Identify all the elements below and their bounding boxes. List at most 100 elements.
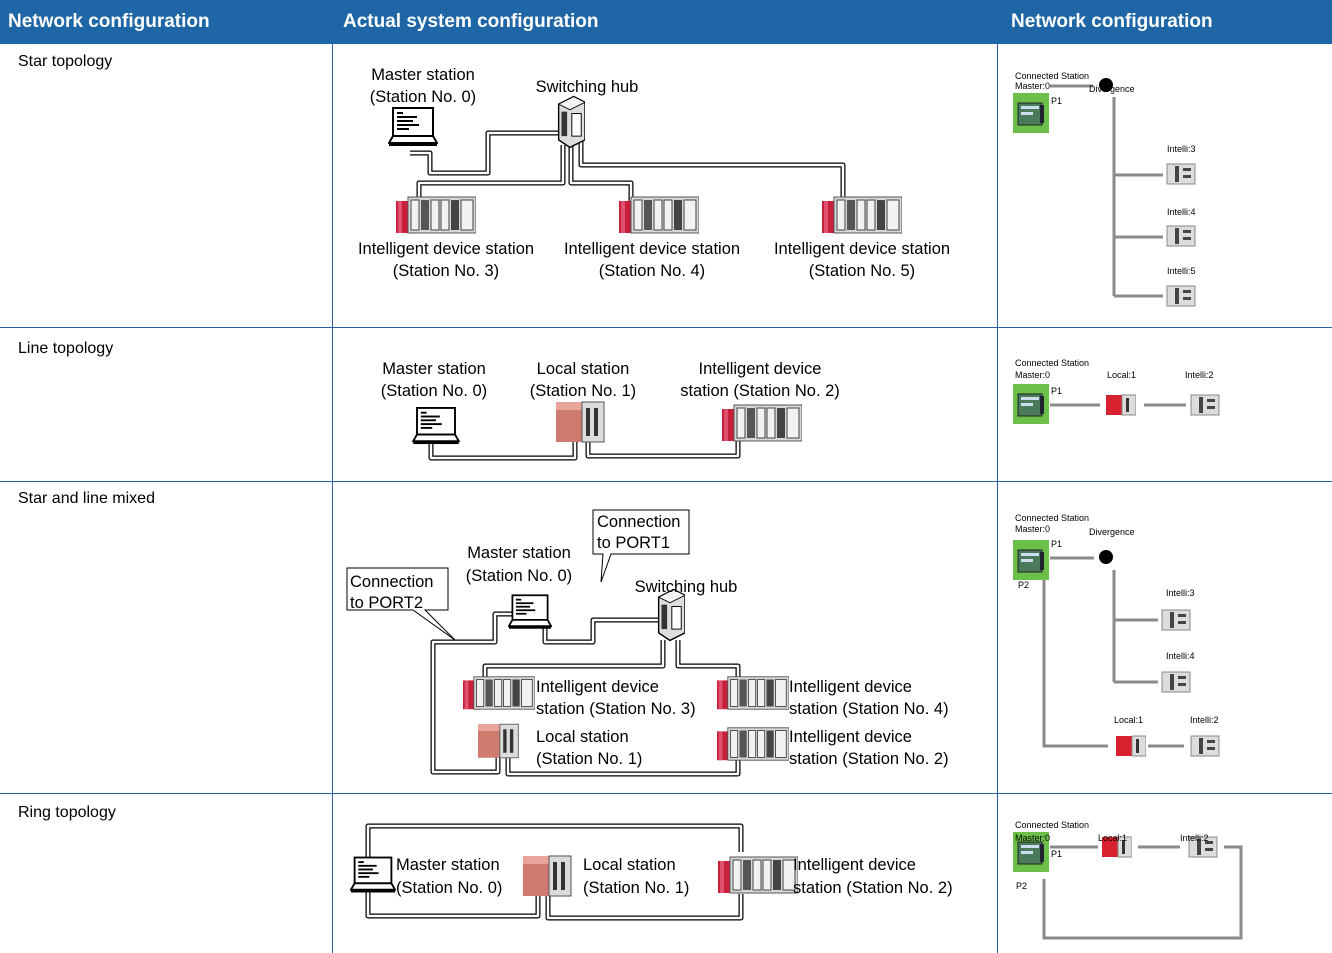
port1-callout-line2: to PORT1 (597, 534, 670, 552)
device-station-4-number: (Station No. 4) (599, 262, 705, 280)
intelli-label: Intelli:4 (1166, 651, 1195, 661)
plc-icon (463, 676, 535, 710)
intelligent-device-icon (1166, 285, 1196, 307)
port1-callout-line1: Connection (597, 513, 680, 531)
local-label: Local:1 (1107, 370, 1136, 380)
device-station-2-number: station (Station No. 2) (789, 750, 949, 768)
plc-icon (717, 676, 789, 710)
port-label: P1 (1051, 539, 1062, 549)
header-network-configuration-2: Network configuration (1011, 11, 1213, 32)
switching-hub-icon (657, 588, 685, 642)
device-station-number: station (Station No. 2) (793, 879, 953, 897)
port-label: P1 (1051, 849, 1062, 859)
local-station-label: Local station (536, 728, 629, 746)
port-label: P2 (1016, 881, 1027, 891)
local-station-label: Local station (537, 360, 630, 378)
device-station-4-label: Intelligent device station (564, 240, 740, 258)
intelligent-device-icon (1166, 225, 1196, 247)
row-divider (0, 481, 1332, 482)
local-station-label: Local station (583, 856, 676, 874)
column-divider (332, 44, 333, 953)
switching-hub-icon (557, 95, 585, 149)
port-label: P1 (1051, 96, 1062, 106)
row-divider (0, 793, 1332, 794)
intelli-label: Intelli:2 (1185, 370, 1214, 380)
line-actual-diagram: Master station (Station No. 0) Local sta… (333, 328, 997, 481)
master-station-label: Master station (382, 360, 486, 378)
column-divider (997, 44, 998, 953)
port2-callout-line2: to PORT2 (350, 594, 423, 612)
master-station-label: Master station (371, 66, 475, 84)
intelligent-device-icon (1161, 671, 1191, 693)
master-station-icon (1013, 93, 1049, 133)
local-label: Local:1 (1114, 715, 1143, 725)
row-divider (0, 327, 1332, 328)
plc-icon (822, 196, 902, 234)
local-station-number: (Station No. 1) (530, 382, 636, 400)
connected-station-label: Connected Station (1015, 71, 1089, 81)
intelli-label: Intelli:5 (1167, 266, 1196, 276)
intelli-label: Intelli:3 (1166, 588, 1195, 598)
port-label: P1 (1051, 386, 1062, 396)
plc-icon (619, 196, 699, 234)
port2-callout-line1: Connection (350, 573, 433, 591)
plc-icon (396, 196, 476, 234)
intelli-label: Intelli:3 (1167, 144, 1196, 154)
local-station-number: (Station No. 1) (536, 750, 642, 768)
plc-icon (722, 404, 802, 442)
row-label-mixed: Star and line mixed (18, 490, 155, 507)
plc-icon (717, 727, 789, 761)
device-station-label: Intelligent device (699, 360, 822, 378)
local-station-plc-icon (523, 855, 572, 897)
master-laptop-icon (412, 407, 460, 445)
intelli-label: Intelli:2 (1180, 833, 1209, 843)
row-label-ring: Ring topology (18, 804, 116, 821)
master-label: Master:0 (1015, 370, 1050, 380)
master-laptop-icon (388, 107, 438, 147)
local-station-plc-icon (556, 401, 605, 443)
intelli-label: Intelli:4 (1167, 207, 1196, 217)
master-station-icon (1013, 540, 1049, 580)
mixed-config-diagram: Connected Station Master:0 P1 P2 Diverge… (998, 482, 1332, 793)
connected-station-label: Connected Station (1015, 513, 1089, 523)
local-station-plc-icon (478, 723, 519, 759)
local-label: Local:1 (1098, 833, 1127, 843)
star-actual-diagram: Master station (Station No. 0) Switching… (333, 45, 997, 327)
mixed-actual-diagram: Connection to PORT1 Connection to PORT2 … (333, 482, 997, 793)
master-station-number: (Station No. 0) (466, 567, 572, 585)
header-network-configuration: Network configuration (8, 11, 210, 32)
master-station-number: (Station No. 0) (396, 879, 502, 897)
port2-callout (346, 567, 456, 641)
divergence-node-icon (1099, 550, 1113, 564)
connected-station-label: Connected Station (1015, 820, 1089, 830)
device-station-5-number: (Station No. 5) (809, 262, 915, 280)
master-label: Master:0 (1015, 524, 1050, 534)
master-laptop-icon (350, 856, 396, 894)
ring-config-diagram: Connected Station Master:0 P1 P2 Local:1… (998, 794, 1332, 953)
ring-actual-diagram: Master station (Station No. 0) Local sta… (333, 794, 997, 953)
intelligent-device-icon (1161, 609, 1191, 631)
device-station-5-label: Intelligent device station (774, 240, 950, 258)
row-label-line: Line topology (18, 340, 114, 357)
line-config-diagram: Connected Station Master:0 P1 Local:1 In… (998, 328, 1332, 481)
divergence-label: Divergence (1089, 84, 1135, 94)
device-station-3-number: station (Station No. 3) (536, 700, 696, 718)
divergence-label: Divergence (1089, 527, 1135, 537)
local-station-number: (Station No. 1) (583, 879, 689, 897)
intelligent-device-icon (1190, 735, 1220, 757)
device-station-label: Intelligent device (793, 856, 916, 874)
header-actual-system-configuration: Actual system configuration (343, 11, 599, 32)
device-station-3-number: (Station No. 3) (393, 262, 499, 280)
connected-station-label: Connected Station (1015, 358, 1089, 368)
master-station-label: Master station (396, 856, 500, 874)
intelligent-device-icon (1190, 394, 1220, 416)
row-label-star: Star topology (18, 53, 113, 70)
master-station-icon (1013, 384, 1049, 424)
switching-hub-label: Switching hub (635, 578, 738, 596)
star-config-diagram: Connected Station Master:0 P1 Divergence… (998, 45, 1332, 327)
master-label: Master:0 (1015, 833, 1050, 843)
switching-hub-label: Switching hub (536, 78, 639, 96)
master-label: Master:0 (1015, 81, 1050, 91)
port1-callout (592, 509, 690, 583)
master-station-number: (Station No. 0) (370, 88, 476, 106)
